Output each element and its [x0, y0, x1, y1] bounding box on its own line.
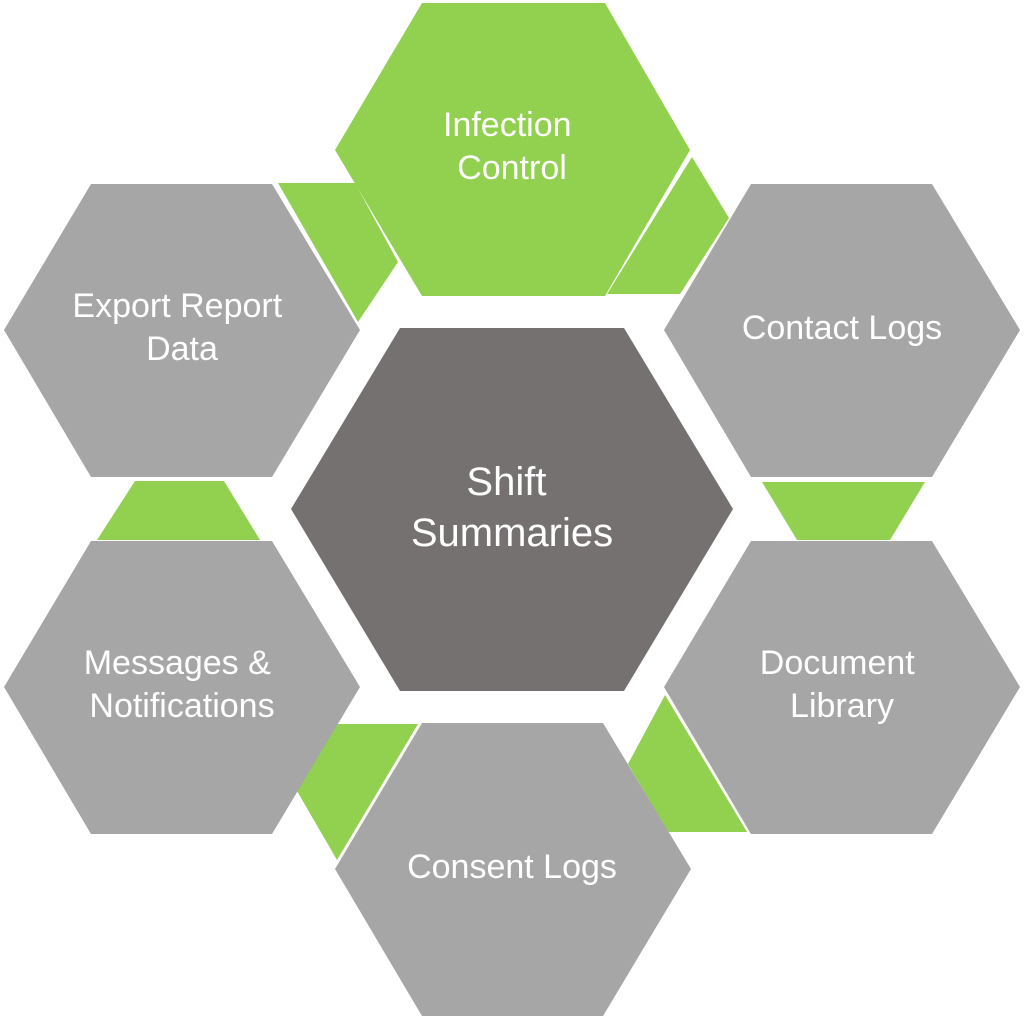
node-consent-logs: Consent Logs	[335, 723, 691, 1016]
hexagon-shape	[335, 723, 691, 1016]
connector-left	[97, 481, 260, 540]
hexagon-shape	[664, 541, 1020, 834]
node-shift-summaries: Shift Summaries	[291, 328, 733, 691]
connector-bottom-right	[628, 695, 747, 832]
node-export-report-data: Export Report Data	[4, 184, 360, 477]
svg-text:Infection Control: Infection Control	[443, 106, 581, 187]
svg-text:Document Library: Document Library	[760, 644, 924, 725]
svg-text:Messages & Notifications: Messages & Notifications	[84, 644, 281, 725]
node-label-line: Infection	[443, 106, 572, 144]
connector-top-right	[607, 157, 729, 294]
connector-right	[762, 482, 925, 540]
svg-text:Shift Summaries: Shift Summaries	[411, 460, 613, 555]
node-label-line: Library	[790, 687, 894, 725]
node-document-library: Document Library	[664, 541, 1020, 834]
svg-text:Consent Logs: Consent Logs	[407, 848, 617, 886]
node-label-line: Document	[760, 644, 916, 682]
node-label-line: Messages &	[84, 644, 271, 682]
hexagon-shape	[4, 184, 360, 477]
connector-bottom-left	[297, 724, 418, 860]
node-label-line: Notifications	[89, 687, 274, 725]
node-contact-logs: Contact Logs	[664, 184, 1020, 477]
hexagon-shape	[664, 184, 1020, 477]
svg-text:Export Report Data: Export Report Data	[72, 287, 291, 368]
node-label-line: Control	[457, 149, 567, 187]
node-label-line: Export Report	[72, 287, 282, 325]
center-label-line: Summaries	[411, 511, 613, 555]
connector-top-left	[278, 183, 398, 322]
svg-text:Contact Logs: Contact Logs	[742, 309, 942, 347]
node-label-line: Data	[146, 330, 218, 368]
node-label-line: Contact Logs	[742, 309, 942, 347]
hexagon-shape	[335, 3, 690, 296]
center-label-line: Shift	[466, 460, 546, 504]
node-infection-control: Infection Control	[335, 3, 690, 296]
hexagon-shape	[291, 328, 733, 691]
node-messages-notifications: Messages & Notifications	[4, 541, 360, 834]
hexagon-shape	[4, 541, 360, 834]
node-label-line: Consent Logs	[407, 848, 617, 886]
